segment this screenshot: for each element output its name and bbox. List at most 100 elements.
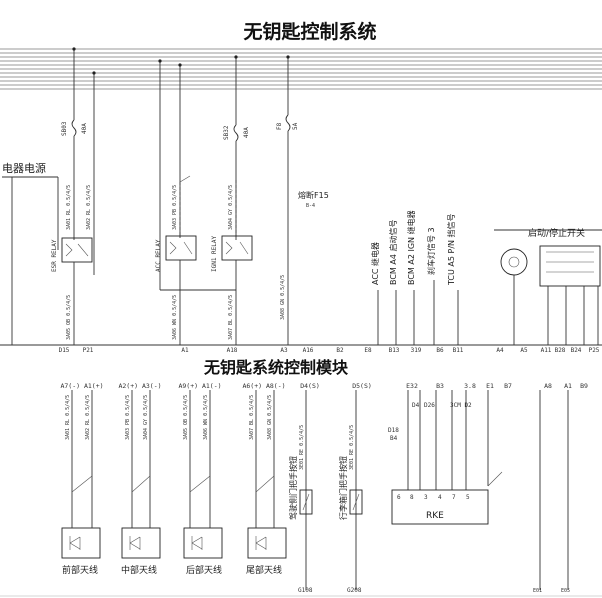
svg-text:8: 8	[410, 494, 414, 501]
svg-text:3A05 OB 0.5/4/5: 3A05 OB 0.5/4/5	[66, 295, 72, 340]
svg-text:40A: 40A	[81, 123, 88, 134]
power-label: 电器电源	[2, 161, 46, 175]
module-pin-label: P25	[589, 347, 600, 354]
module-pin-label: B28	[555, 347, 566, 354]
module-pin-label: A3	[280, 347, 288, 354]
svg-text:3A02 RL 0.5/4/5: 3A02 RL 0.5/4/5	[85, 395, 91, 440]
svg-text:4: 4	[438, 494, 442, 501]
svg-text:B-4: B-4	[306, 203, 315, 209]
relay-esr: ESR RELAY	[51, 237, 93, 345]
module-pin-label: A8	[544, 382, 552, 390]
ground-g108: G108	[298, 587, 313, 594]
module-pin-label: A11	[541, 347, 552, 354]
rke-receiver: RKE 6 8 3 4 7 5 D18 B4 D26 D4 3CM D2	[388, 390, 503, 525]
module-pin-label: A16	[303, 347, 314, 354]
svg-text:3A06 WN 0.5/4/5: 3A06 WN 0.5/4/5	[203, 395, 209, 440]
antenna-rear: 后部天线	[186, 564, 222, 576]
svg-text:3A06 WN 0.5/4/5: 3A06 WN 0.5/4/5	[172, 295, 178, 340]
diagram-title: 无钥匙控制系统	[243, 20, 376, 43]
bcm-label-2: BCM A4 启动信号	[388, 220, 398, 285]
svg-text:3A02 RL 0.5/4/5: 3A02 RL 0.5/4/5	[86, 185, 92, 230]
module-pin-label: B7	[504, 382, 512, 390]
trunk-door-switch: 行李箱门把手按钮	[338, 456, 348, 520]
antenna-tail: 尾部天线	[246, 564, 282, 576]
svg-text:3A08 GN 0.5/4/5: 3A08 GN 0.5/4/5	[267, 395, 273, 440]
module-pin-label: 3.8	[464, 382, 476, 390]
svg-text:3A01 RL 0.5/4/5: 3A01 RL 0.5/4/5	[66, 185, 72, 230]
module-pin-label: D5(S)	[352, 382, 372, 390]
module-pin-label: A4	[496, 347, 504, 354]
svg-text:E05: E05	[561, 588, 570, 594]
antenna-front: 前部天线	[62, 564, 98, 576]
fuse-box-f15: 熔断F15 B-4	[298, 190, 329, 209]
module-pin-label: A1	[181, 347, 189, 354]
svg-text:启动/停止开关: 启动/停止开关	[528, 227, 585, 239]
module-pin-label: E32	[406, 382, 418, 390]
module-bottom-pins: A7(-) A1(+) A2(+) A3(-) A9(+) A1(-) A6(+) A…	[60, 382, 588, 390]
module-pin-label: E1	[486, 382, 494, 390]
svg-text:6: 6	[397, 494, 401, 501]
upper-wire-codes: 3A01 RL 0.5/4/5 3A02 RL 0.5/4/5 3A03 PB …	[66, 185, 286, 340]
svg-text:D18: D18	[388, 427, 399, 434]
antenna-circuits: 前部天线 中部天线 后部天线 尾部天线 3A01 RL 0.5/4/5 3A02…	[61, 390, 287, 576]
svg-text:3A04 GY 0.5/4/5: 3A04 GY 0.5/4/5	[228, 185, 234, 230]
module-outputs: E01 E05	[533, 390, 570, 594]
module-pin-label: B6	[436, 347, 444, 354]
svg-text:SB32: SB32	[223, 125, 230, 140]
antenna-middle: 中部天线	[121, 564, 157, 576]
power-bus	[0, 48, 602, 90]
rke-label: RKE	[426, 511, 444, 521]
module-pin-label: D4(S)	[300, 382, 320, 390]
module-pin-label: A1	[564, 382, 572, 390]
svg-text:40A: 40A	[243, 127, 250, 138]
svg-text:3E01 RE 0.5/4/5: 3E01 RE 0.5/4/5	[349, 425, 355, 470]
module-pin-label: B9	[580, 382, 588, 390]
module-pin-label: A2(+) A3(-)	[118, 382, 161, 390]
svg-text:F8: F8	[276, 122, 283, 130]
svg-text:3A07 BL 0.5/4/5: 3A07 BL 0.5/4/5	[249, 395, 255, 440]
svg-text:3A05 OB 0.5/4/5: 3A05 OB 0.5/4/5	[183, 395, 189, 440]
bcm-label-4: 刹车灯信号 3	[426, 227, 436, 275]
module-pin-label: B3	[436, 382, 444, 390]
module-title: 无钥匙系统控制模块	[203, 358, 349, 377]
svg-text:3A08 GN 0.5/4/5: 3A08 GN 0.5/4/5	[280, 275, 286, 320]
svg-text:SB03: SB03	[61, 121, 68, 136]
svg-text:3CM D2: 3CM D2	[450, 402, 472, 409]
module-pin-label: B24	[571, 347, 582, 354]
svg-text:3: 3	[424, 494, 428, 501]
module-pin-label: B2	[336, 347, 344, 354]
svg-text:3A03 PB 0.5/4/5: 3A03 PB 0.5/4/5	[125, 395, 131, 440]
door-switches: 驾驶侧门把手按钮 行李箱门把手按钮 G108 G208 3E01 RE 0.5/…	[288, 390, 363, 594]
fuse-f8: F8 5A	[276, 114, 299, 345]
module-pin-label: A5	[520, 347, 528, 354]
ground-g208: G208	[347, 587, 362, 594]
module-pin-label: D15	[59, 347, 70, 354]
module-pin-label: A9(+) A1(-)	[178, 382, 221, 390]
svg-text:5: 5	[466, 494, 470, 501]
svg-text:3E01 RE 0.5/4/5: 3E01 RE 0.5/4/5	[299, 425, 305, 470]
bcm-labels: ACC 继电器 BCM A4 启动信号 BCM A2 IGN 继电器 刹车灯信号…	[370, 210, 459, 345]
bcm-label-1: ACC 继电器	[370, 242, 380, 285]
svg-text:D26: D26	[424, 402, 435, 409]
feed-wires	[72, 47, 290, 290]
svg-text:7: 7	[452, 494, 456, 501]
svg-text:ACC RELAY: ACC RELAY	[155, 239, 162, 272]
module-pin-label: E8	[364, 347, 372, 354]
module-pin-label: A7(-) A1(+)	[60, 382, 103, 390]
bcm-label-3: BCM A2 IGN 继电器	[406, 210, 416, 285]
svg-text:E01: E01	[533, 588, 542, 594]
svg-text:3A01 RL 0.5/4/5: 3A01 RL 0.5/4/5	[65, 395, 71, 440]
module-pin-label: P21	[83, 347, 94, 354]
driver-door-switch: 驾驶侧门把手按钮	[288, 456, 298, 520]
fuse-sb03: SB03 40A	[61, 119, 88, 240]
svg-text:D4: D4	[412, 402, 420, 409]
start-stop-switch: 启动/停止开关	[494, 227, 602, 345]
svg-text:3A03 PB 0.5/4/5: 3A03 PB 0.5/4/5	[172, 185, 178, 230]
svg-text:3A04 GY 0.5/4/5: 3A04 GY 0.5/4/5	[143, 395, 149, 440]
svg-text:熔断F15: 熔断F15	[298, 190, 329, 200]
module-pin-label: A6(+) A8(-)	[242, 382, 285, 390]
module-pin-label: B13	[389, 347, 400, 354]
